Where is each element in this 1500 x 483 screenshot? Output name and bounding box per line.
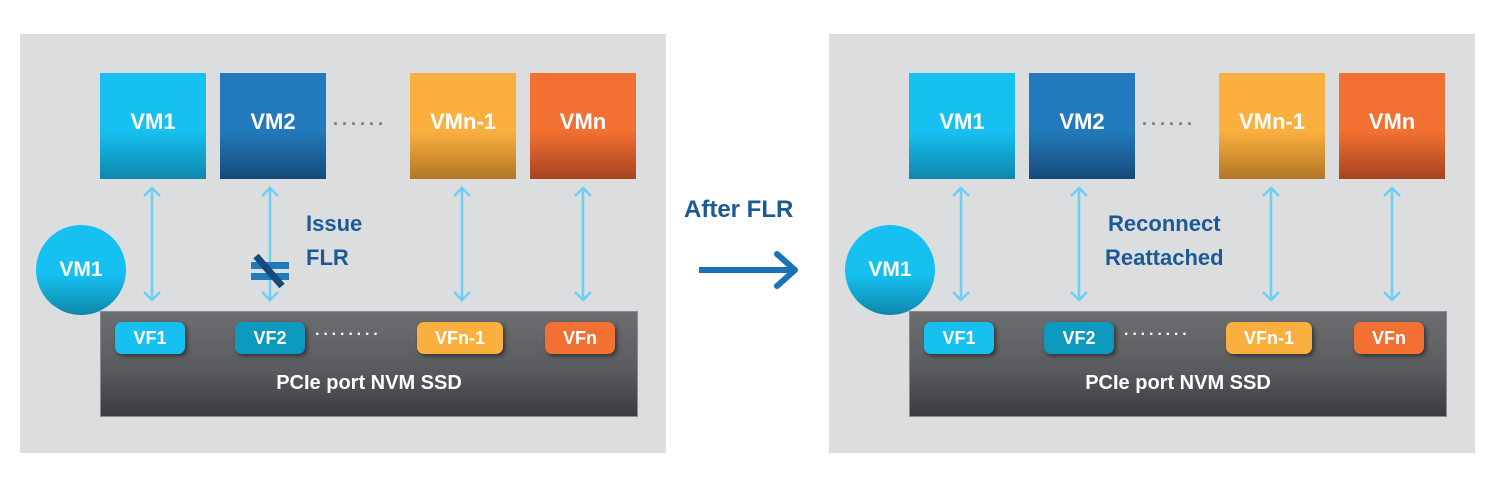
nvm-ssd-port: VF1 VF2 ········ VFn-1 VFn PCIe port NVM… <box>909 311 1447 417</box>
vf-ellipsis: ········ <box>1124 326 1191 343</box>
vfn-1-label: VFn-1 <box>434 327 485 348</box>
vf1-badge: VF1 <box>115 322 185 354</box>
vfn-label: VFn <box>1372 327 1406 348</box>
ssd-label: PCIe port NVM SSD <box>276 372 462 394</box>
vm2-box: VM2 <box>220 73 326 179</box>
detached-vm1-label: VM1 <box>59 258 103 281</box>
vf1-badge: VF1 <box>924 322 994 354</box>
vf-ellipsis: ········ <box>315 326 382 343</box>
vm2-vf2-link-arrow <box>261 186 279 302</box>
issue-flr-line2: FLR <box>306 245 349 270</box>
reconnect-line2: Reattached <box>1105 245 1224 270</box>
vf2-badge: VF2 <box>235 322 305 354</box>
vm1-label: VM1 <box>130 109 176 134</box>
vm1-label: VM1 <box>939 109 985 134</box>
vmn-box: VMn <box>530 73 636 179</box>
vm-ellipsis: ······ <box>1142 114 1196 134</box>
vmn-vfn-link-arrow <box>574 186 592 302</box>
broken-link-icon <box>251 253 289 289</box>
vm1-vf1-link-arrow <box>952 186 970 302</box>
detached-vm1-label: VM1 <box>868 258 912 281</box>
issue-flr-line1: Issue <box>306 211 363 236</box>
vmn-vfn-link-arrow <box>1383 186 1401 302</box>
vfn-1-label: VFn-1 <box>1243 327 1294 348</box>
ssd-label: PCIe port NVM SSD <box>1085 372 1271 394</box>
vmn-box: VMn <box>1339 73 1445 179</box>
detached-vm1-circle: VM1 <box>36 225 126 315</box>
vfn-badge: VFn <box>1354 322 1424 354</box>
vm2-label: VM2 <box>250 109 296 134</box>
after-flr-panel: VM1 VM2 ······ VMn-1 VMn VM1 Reconnect R… <box>829 34 1475 453</box>
vmn-1-box: VMn-1 <box>1219 73 1325 179</box>
vfn-1-badge: VFn-1 <box>1226 322 1312 354</box>
vm1-box: VM1 <box>100 73 206 179</box>
vf2-badge: VF2 <box>1044 322 1114 354</box>
vm2-box: VM2 <box>1029 73 1135 179</box>
vmn-label: VMn <box>559 109 607 134</box>
vf2-label: VF2 <box>253 327 287 348</box>
vmn-1-label: VMn-1 <box>430 109 496 134</box>
vfn-1-badge: VFn-1 <box>417 322 503 354</box>
vf1-label: VF1 <box>942 327 976 348</box>
vf2-label: VF2 <box>1062 327 1096 348</box>
vmn-label: VMn <box>1368 109 1416 134</box>
vm2-label: VM2 <box>1059 109 1105 134</box>
detached-vm1-circle: VM1 <box>845 225 935 315</box>
before-flr-panel: VM1 VM2 ······ VMn-1 VMn VM1 Issue FLR V… <box>20 34 666 453</box>
vm2-vf2-link-arrow <box>1070 186 1088 302</box>
nvm-ssd-port: VF1 VF2 ········ VFn-1 VFn PCIe port NVM… <box>100 311 638 417</box>
vm1-vf1-link-arrow <box>143 186 161 302</box>
vmn-1-vfn-1-link-arrow <box>1262 186 1280 302</box>
vfn-badge: VFn <box>545 322 615 354</box>
after-flr-label: After FLR <box>684 196 794 223</box>
vmn-1-box: VMn-1 <box>410 73 516 179</box>
reconnect-line1: Reconnect <box>1108 211 1221 236</box>
vm-ellipsis: ······ <box>333 114 387 134</box>
vmn-1-vfn-1-link-arrow <box>453 186 471 302</box>
vmn-1-label: VMn-1 <box>1239 109 1305 134</box>
vf1-label: VF1 <box>133 327 167 348</box>
vfn-label: VFn <box>563 327 597 348</box>
issue-flr-note: Issue FLR <box>306 207 362 275</box>
transition-arrow-icon <box>699 251 798 289</box>
vm1-box: VM1 <box>909 73 1015 179</box>
reconnect-note: Reconnect Reattached <box>1105 207 1224 275</box>
